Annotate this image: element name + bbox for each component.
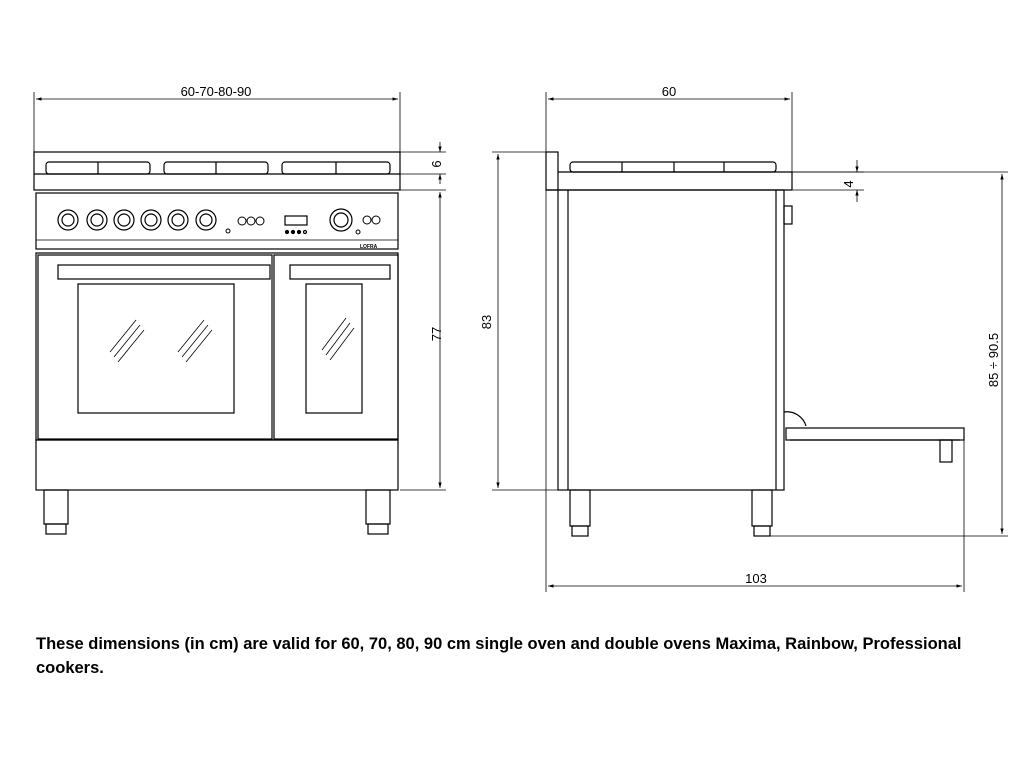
door-hinge-arc: [783, 411, 807, 427]
pan-supports: [45, 161, 391, 175]
right-oven-door: [273, 254, 399, 440]
lower-compartment: [35, 439, 399, 491]
front-legs: [43, 489, 391, 535]
front-width-label: 60-70-80-90: [181, 84, 252, 99]
side-knob: [783, 205, 793, 225]
back-splash: [545, 151, 559, 191]
door-handle-side: [939, 439, 953, 463]
display-panel: [284, 215, 308, 235]
left-door-window: [77, 283, 235, 414]
side-depth-label: 60: [662, 84, 676, 99]
side-view: [492, 92, 1008, 592]
right-door-handle: [289, 264, 391, 280]
grates-side: [569, 161, 777, 173]
control-knobs: [57, 208, 353, 232]
side-body: [557, 189, 785, 491]
control-buttons: [225, 215, 381, 235]
total-height-label: 83: [479, 315, 494, 329]
cooktop: [33, 151, 401, 191]
open-depth-label: 103: [745, 571, 767, 586]
open-door: [785, 427, 965, 441]
dimensions-caption: These dimensions (in cm) are valid for 6…: [36, 635, 962, 677]
body-height-label: 77: [429, 327, 444, 341]
control-panel: [35, 192, 399, 250]
top-thickness-label: 6: [429, 160, 444, 167]
front-view: [33, 92, 446, 535]
left-oven-door: [37, 254, 273, 440]
splash-height-label: 4: [841, 180, 856, 187]
side-legs: [569, 489, 773, 537]
brand-logo: LOFRA: [360, 244, 378, 250]
open-door-height-label: 85 ÷ 90.5: [986, 333, 1001, 387]
left-door-handle: [57, 264, 271, 280]
right-door-window: [305, 283, 363, 414]
